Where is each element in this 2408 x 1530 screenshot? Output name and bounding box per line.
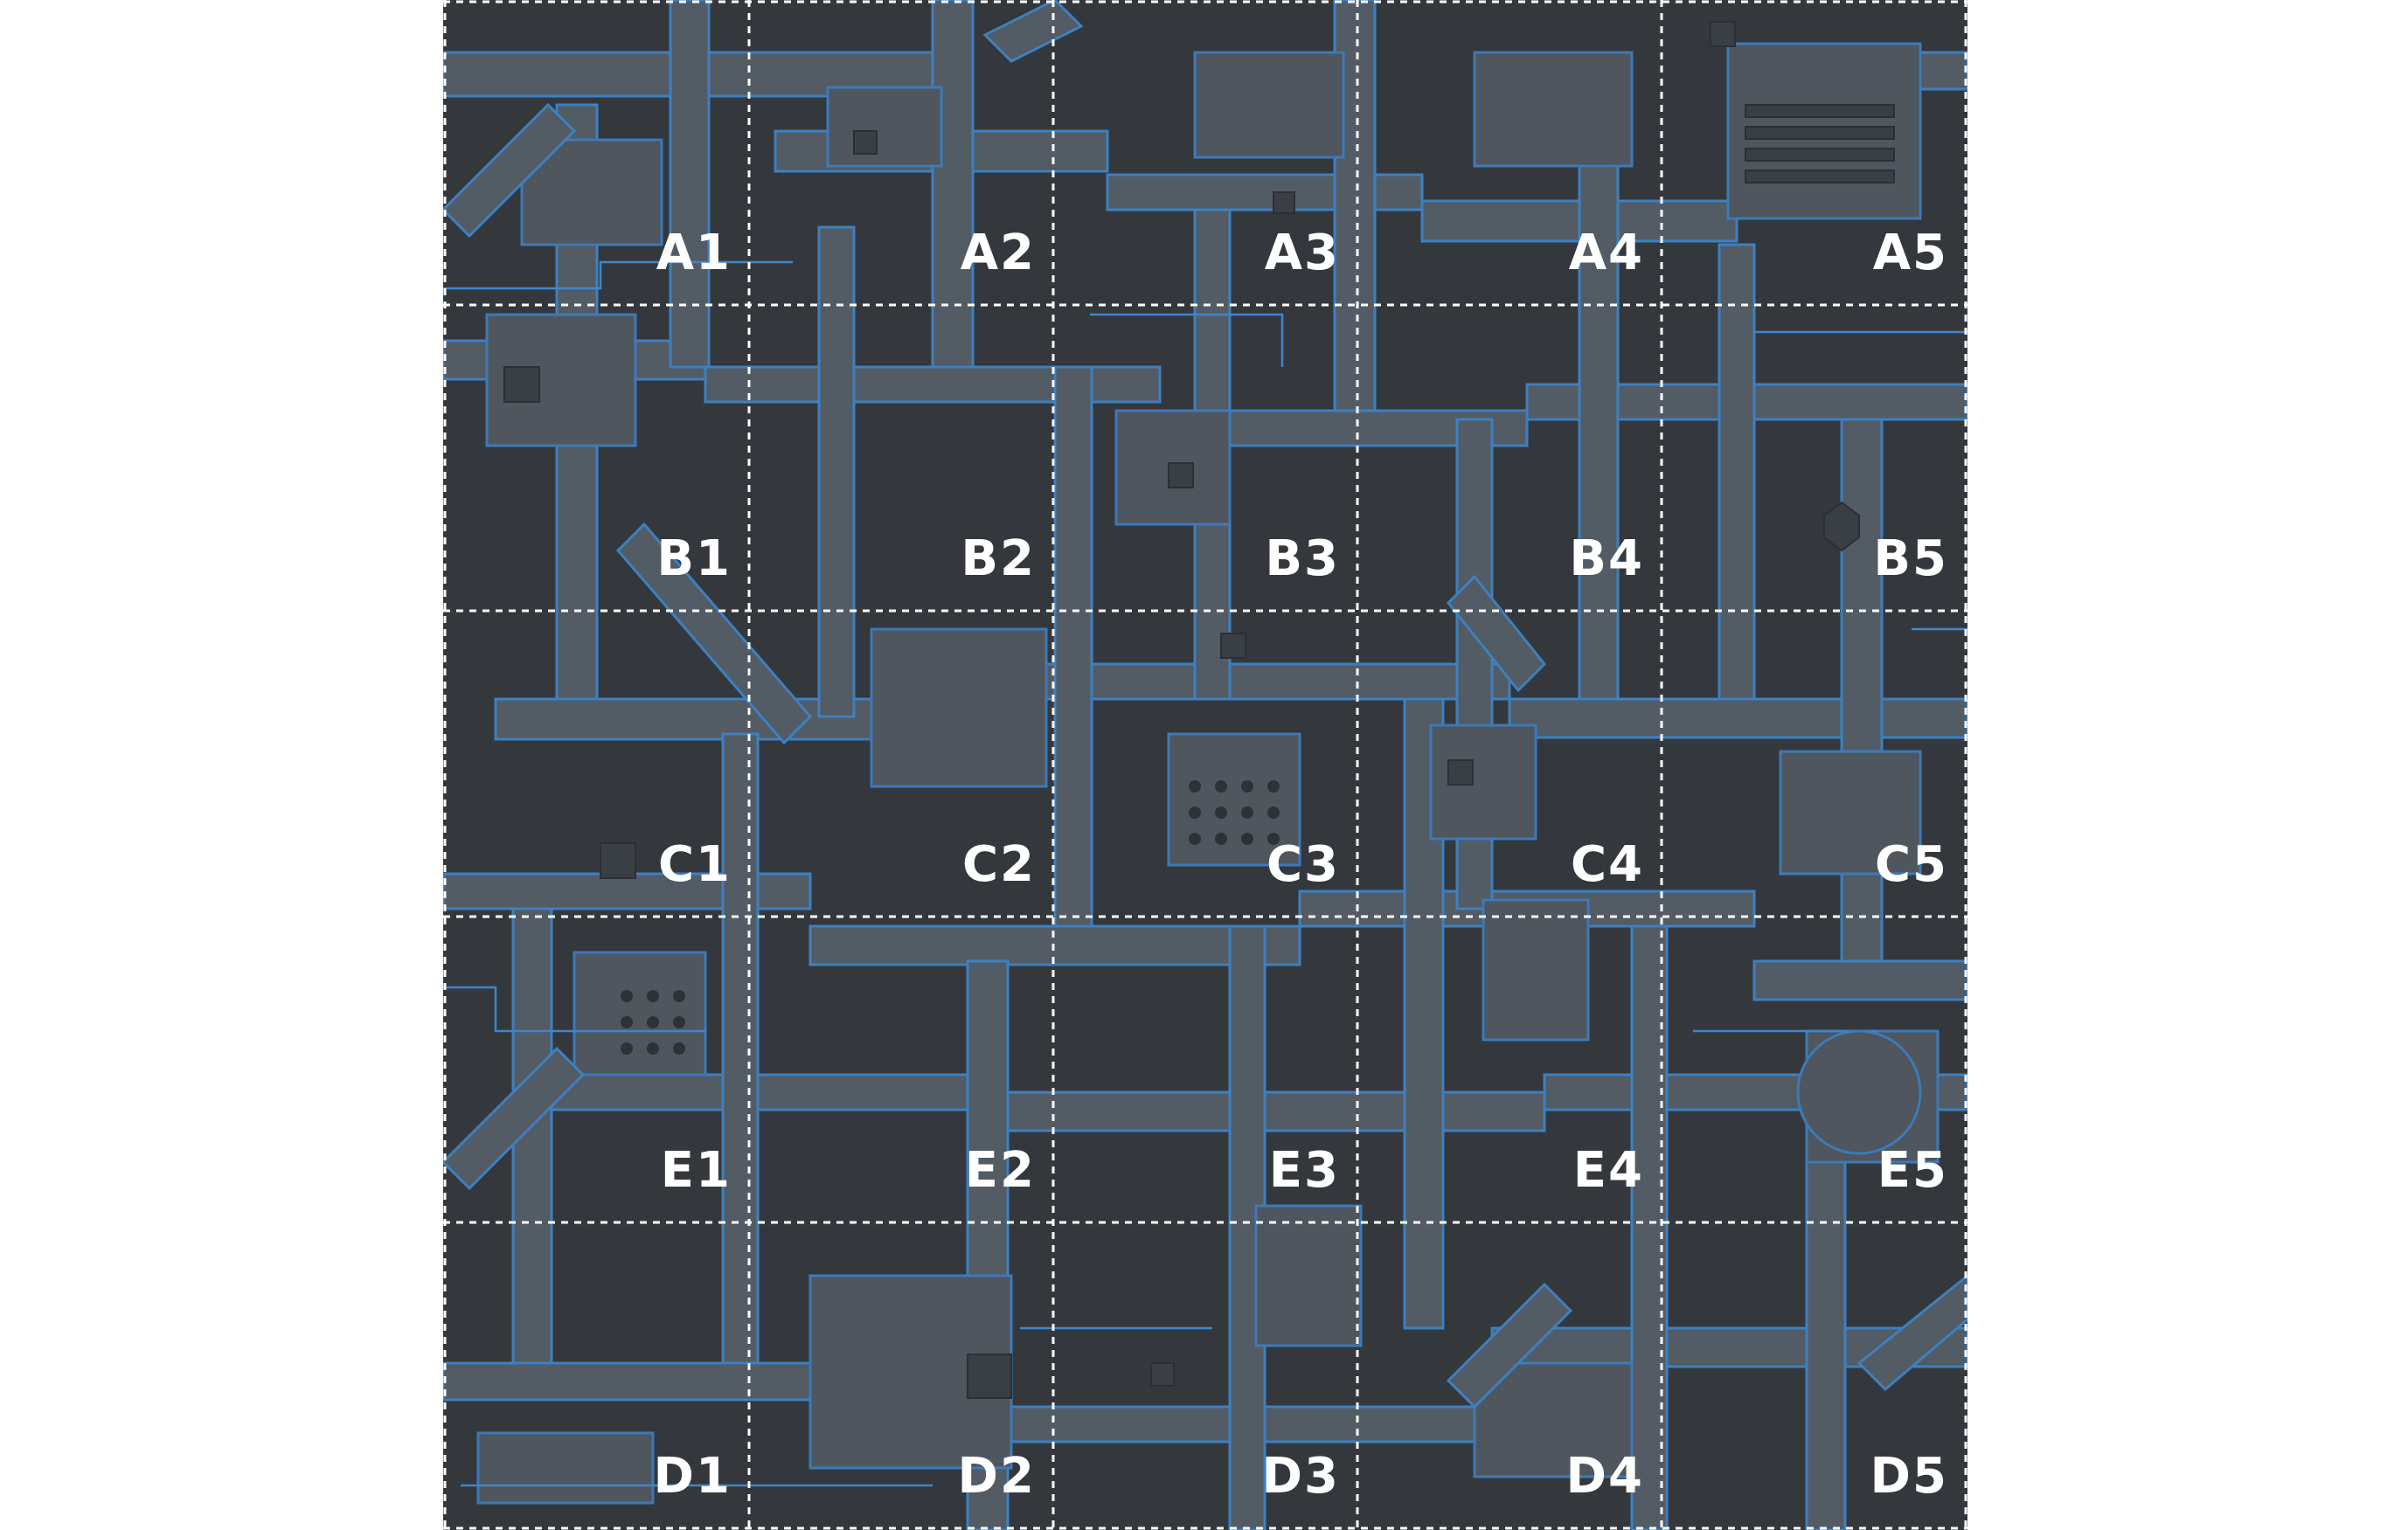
map-canvas: A1 A2 A3 A4 A5 B1 B2 B3 B4 B5 C1 C2 C3 C… [443,0,1967,1530]
grid-labels: A1 A2 A3 A4 A5 B1 B2 B3 B4 B5 C1 C2 C3 C… [654,225,1948,1505]
grid-cell-label[interactable]: D4 [1566,1448,1644,1505]
grid-cell-label[interactable]: C1 [658,836,732,893]
dot-grid-e1 [621,990,685,1055]
grid-cell-label[interactable]: D5 [1870,1448,1948,1505]
grid-cell-label[interactable]: A3 [1265,225,1340,281]
tactical-map: A1 A2 A3 A4 A5 B1 B2 B3 B4 B5 C1 C2 C3 C… [443,0,1967,1530]
grid-cell-label[interactable]: C5 [1875,836,1948,893]
grid-cell-label[interactable]: C4 [1571,836,1644,893]
grid-cell-label[interactable]: B4 [1569,530,1644,587]
grid-cell-label[interactable]: A1 [656,225,732,281]
grid-cell-label[interactable]: B1 [656,530,732,587]
corridor-network [443,0,1967,1530]
grid-cell-label[interactable]: C2 [962,836,1036,893]
grid-cell-label[interactable]: E1 [661,1142,732,1199]
grid-cell-label[interactable]: D1 [654,1448,732,1505]
dot-grid-c3 [1189,780,1280,845]
grid-cell-label[interactable]: B5 [1873,530,1948,587]
grid-cell-label[interactable]: E2 [965,1142,1036,1199]
grid-cell-label[interactable]: E5 [1877,1142,1948,1199]
grid-cell-label[interactable]: B3 [1265,530,1340,587]
grid-cell-label[interactable]: C3 [1266,836,1340,893]
grid-cell-label[interactable]: B2 [961,530,1036,587]
grid-cell-label[interactable]: A2 [961,225,1036,281]
grid-cell-label[interactable]: E4 [1573,1142,1644,1199]
grid-cell-label[interactable]: D3 [1262,1448,1340,1505]
grid-cell-label[interactable]: E3 [1269,1142,1340,1199]
grid-cell-label[interactable]: A4 [1569,225,1644,281]
map-grid [443,0,1967,1530]
grid-cell-label[interactable]: D2 [958,1448,1036,1505]
grid-cell-label[interactable]: A5 [1873,225,1948,281]
